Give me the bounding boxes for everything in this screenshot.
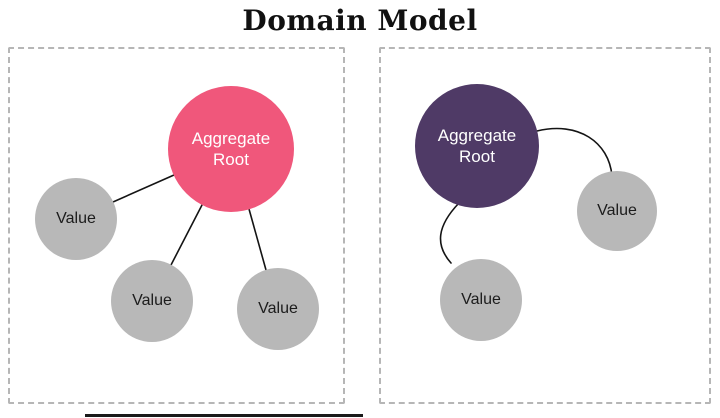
value-node-right-1: Value xyxy=(577,171,657,251)
value-label: Value xyxy=(258,300,298,317)
bottom-bar xyxy=(85,414,363,417)
value-node-left-3: Value xyxy=(237,268,319,350)
panel-right-boundary xyxy=(379,47,711,404)
aggregate-root-label-left: Aggregate Root xyxy=(191,128,271,169)
value-node-left-2: Value xyxy=(111,260,193,342)
value-label: Value xyxy=(597,202,637,219)
value-label: Value xyxy=(461,291,501,308)
value-node-left-1: Value xyxy=(35,178,117,260)
value-label: Value xyxy=(132,292,172,309)
value-node-right-2: Value xyxy=(440,259,522,341)
panel-left-boundary xyxy=(8,47,345,404)
aggregate-root-label-right: Aggregate Root xyxy=(437,125,517,166)
diagram-title: Domain Model xyxy=(242,4,478,37)
aggregate-root-node-left: Aggregate Root xyxy=(168,86,294,212)
value-label: Value xyxy=(56,210,96,227)
aggregate-root-node-right: Aggregate Root xyxy=(415,84,539,208)
